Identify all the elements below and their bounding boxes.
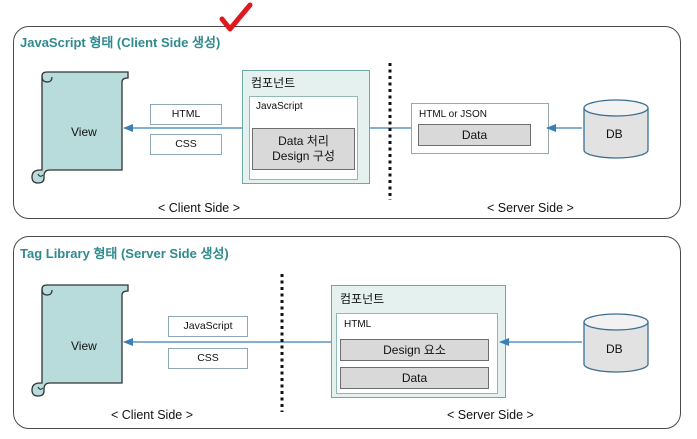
view-scroll-icon <box>31 71 129 184</box>
html-label: HTML <box>344 319 372 330</box>
server-side-label: < Server Side > <box>487 201 574 215</box>
database-icon <box>583 313 649 373</box>
panel-title-javascript: JavaScript 형태 (Client Side 생성) <box>20 35 221 50</box>
server-data-box: Data <box>418 124 531 146</box>
html-json-label: HTML or JSON <box>419 109 487 120</box>
transfer-css-tag: CSS <box>150 134 222 155</box>
red-checkmark-icon <box>219 2 253 32</box>
client-side-label: < Client Side > <box>111 408 193 422</box>
data-design-box: Data 처리 Design 구성 <box>252 128 355 170</box>
view-label: View <box>71 125 97 139</box>
design-element-box: Design 요소 <box>340 339 489 361</box>
transfer-javascript-tag: JavaScript <box>168 316 248 337</box>
panel-title-tag-library: Tag Library 형태 (Server Side 생성) <box>20 246 229 261</box>
view-label: View <box>71 339 97 353</box>
data-box: Data <box>340 367 489 389</box>
component-title: 컴포넌트 <box>340 292 385 306</box>
javascript-label: JavaScript <box>256 101 303 112</box>
view-scroll-icon <box>31 284 129 397</box>
server-side-label: < Server Side > <box>447 408 534 422</box>
database-icon <box>583 99 649 159</box>
design-composition-label: Design 구성 <box>272 149 335 163</box>
db-label: DB <box>606 127 623 141</box>
db-label: DB <box>606 342 623 356</box>
transfer-css-tag: CSS <box>168 348 248 369</box>
data-processing-label: Data 처리 <box>278 134 329 148</box>
component-title: 컴포넌트 <box>251 76 296 90</box>
client-side-label: < Client Side > <box>158 201 240 215</box>
transfer-html-tag: HTML <box>150 104 222 125</box>
